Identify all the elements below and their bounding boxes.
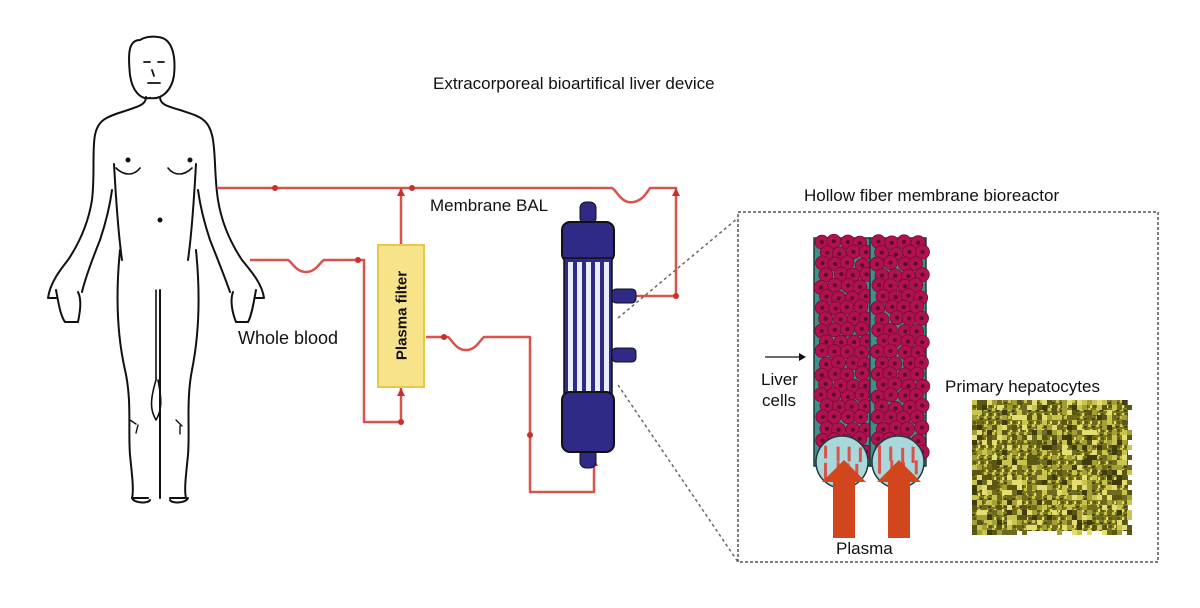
membrane-bal-cartridge bbox=[561, 201, 637, 469]
face-eyes bbox=[143, 61, 165, 84]
whole-blood-line bbox=[250, 258, 403, 424]
whole-blood-label: Whole blood bbox=[238, 328, 339, 348]
plasma-line bbox=[426, 335, 596, 494]
membrane-bal-label: Membrane BAL bbox=[430, 196, 549, 215]
right-inner-arm bbox=[197, 189, 231, 293]
primary-hepatocytes-label: Primary hepatocytes bbox=[945, 377, 1100, 396]
bal-fibers bbox=[568, 262, 609, 394]
bioreactor-title: Hollow fiber membrane bioreactor bbox=[804, 186, 1060, 205]
feet bbox=[131, 497, 189, 504]
liver-cells-arrow bbox=[765, 353, 806, 361]
chest-right bbox=[187, 163, 197, 261]
plasma-filter bbox=[377, 244, 425, 388]
left-hand bbox=[55, 289, 82, 323]
plasma-arrow-2 bbox=[877, 460, 921, 482]
liver-cells-label-line1: Liver bbox=[761, 370, 798, 389]
liver-cells-label-line2: cells bbox=[762, 391, 797, 410]
right-leg-outer bbox=[169, 249, 200, 499]
bioreactor-detail-box bbox=[737, 211, 1159, 563]
tubing-circuit bbox=[218, 186, 678, 494]
hollow-fiber-2 bbox=[869, 234, 931, 489]
hollow-fiber-1 bbox=[813, 233, 875, 489]
return-line bbox=[218, 186, 678, 298]
plasma-label: Plasma bbox=[836, 539, 893, 558]
human-body bbox=[47, 35, 265, 504]
hollow-fibers bbox=[813, 233, 931, 489]
left-leg-outer bbox=[116, 249, 149, 499]
plasma-arrows bbox=[822, 460, 921, 538]
zoom-lines bbox=[617, 217, 739, 563]
right-side-outline bbox=[159, 96, 265, 299]
right-hand bbox=[230, 289, 257, 323]
left-side-outline bbox=[47, 96, 147, 299]
flow-arrows bbox=[272, 185, 680, 466]
chest-left bbox=[113, 163, 123, 261]
diagram-title: Extracorporeal bioartifical liver device bbox=[433, 74, 715, 93]
left-inner-arm bbox=[81, 189, 113, 293]
primary-hepatocytes-micrograph bbox=[972, 400, 1132, 535]
head-outline bbox=[128, 35, 176, 100]
plasma-filter-label: Plasma filter bbox=[393, 270, 411, 361]
